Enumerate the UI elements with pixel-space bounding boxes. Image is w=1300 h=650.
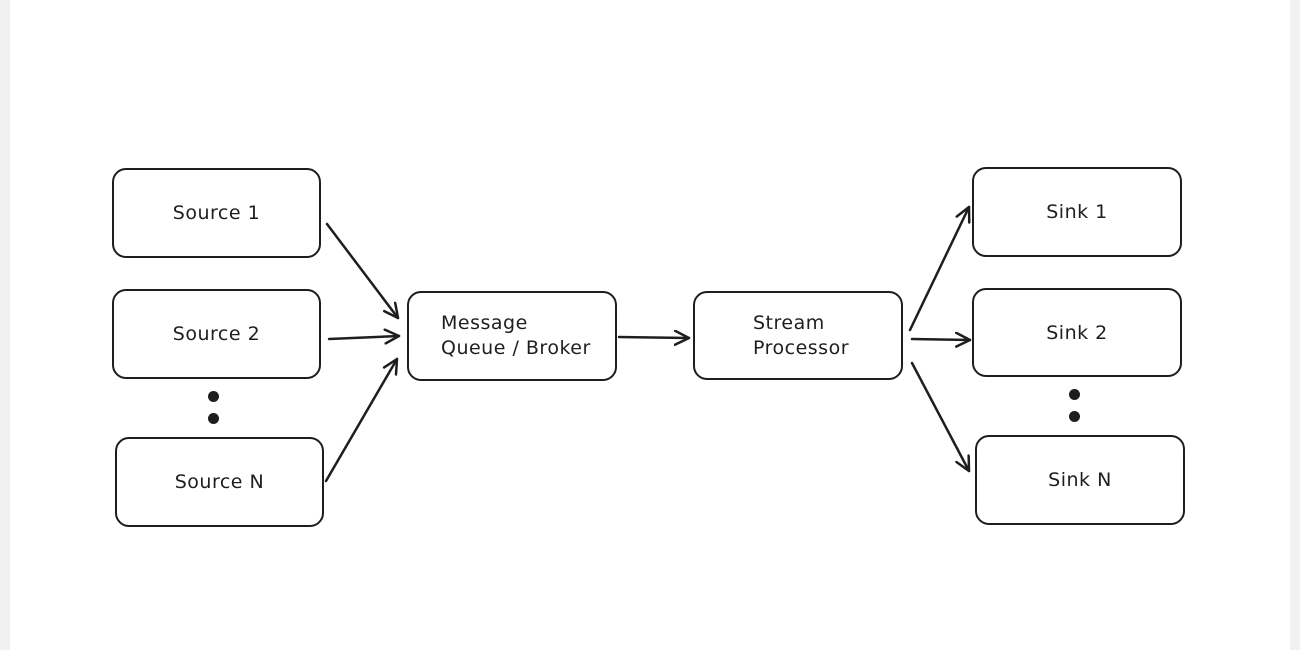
sink-n-label: Sink N	[1048, 469, 1112, 491]
processor-label-line1: Stream	[753, 311, 825, 334]
broker-label-line1: Message	[441, 312, 528, 334]
ellipsis-dot	[208, 413, 219, 424]
source-2-node: Source 2	[112, 289, 321, 379]
stream-processor-node: Stream Processor	[693, 291, 903, 380]
source-1-node: Source 1	[112, 168, 321, 258]
ellipsis-dot	[1069, 411, 1080, 422]
processor-label-line2: Processor	[753, 336, 850, 359]
message-broker-node: Message Queue / Broker	[407, 291, 617, 381]
source-1-label: Source 1	[172, 202, 261, 224]
sink-2-node: Sink 2	[972, 288, 1182, 377]
sink-1-node: Sink 1	[972, 167, 1182, 257]
sink-n-node: Sink N	[975, 435, 1185, 525]
sink-1-label: Sink 1	[1046, 201, 1108, 223]
sink-2-label: Sink 2	[1046, 321, 1108, 344]
source-n-label: Source N	[174, 471, 265, 493]
source-2-label: Source 2	[172, 323, 261, 345]
ellipsis-dot	[1069, 389, 1080, 400]
ellipsis-dot	[208, 391, 219, 402]
broker-label-line2: Queue / Broker	[441, 337, 591, 359]
source-n-node: Source N	[115, 437, 324, 527]
